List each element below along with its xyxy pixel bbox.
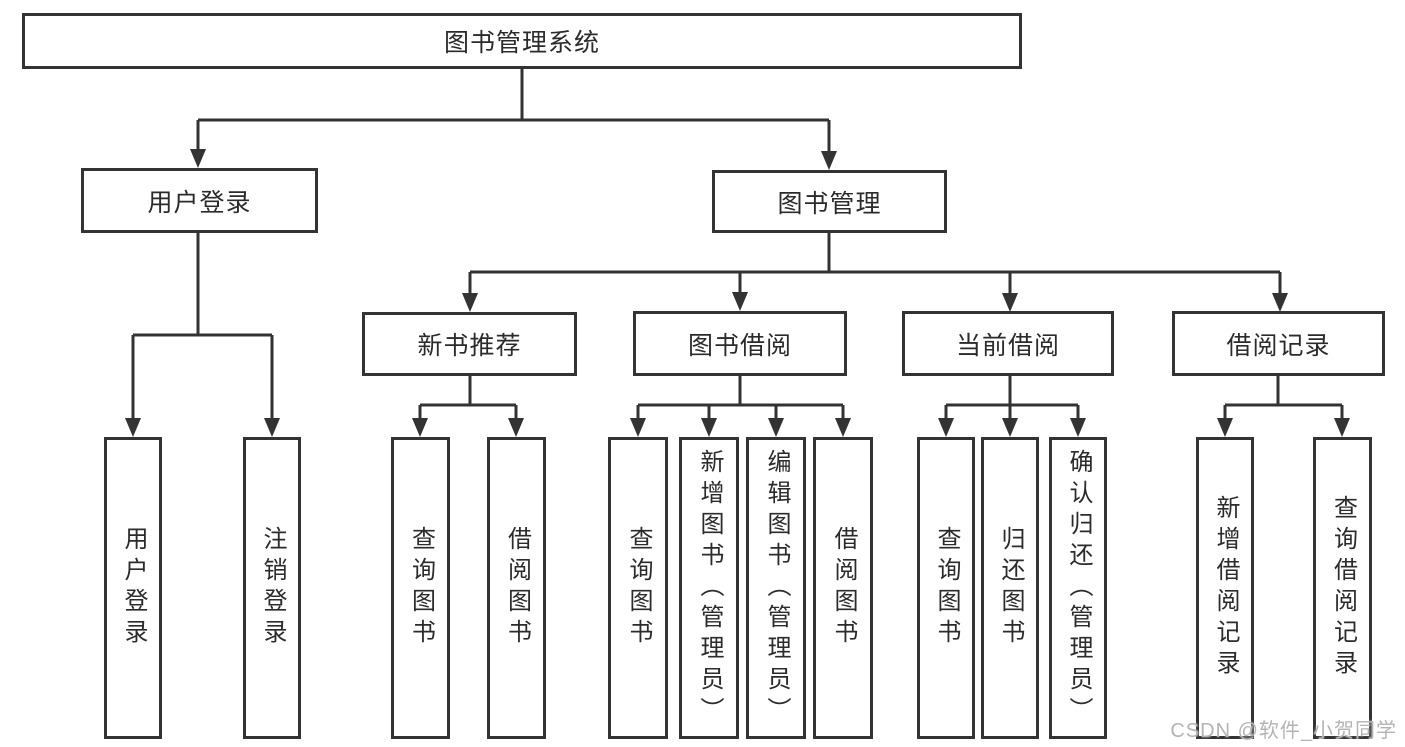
leaf-logout: 注销登录 bbox=[243, 437, 301, 739]
node-new-book-recommend: 新书推荐 bbox=[362, 312, 577, 376]
leaf-query-books-recommend: 查询图书 bbox=[391, 437, 450, 739]
csdn-watermark: CSDN @软件_小贺同学 bbox=[1170, 720, 1397, 742]
leaf-add-borrow-record-label: 新增借阅记录 bbox=[1212, 495, 1239, 681]
node-current-borrow: 当前借阅 bbox=[902, 311, 1114, 376]
leaf-user-login: 用户登录 bbox=[104, 437, 162, 739]
node-book-borrow: 图书借阅 bbox=[633, 311, 847, 376]
leaf-confirm-return-admin-label: 确认归还（管理员） bbox=[1065, 448, 1092, 728]
leaf-query-books-recommend-label: 查询图书 bbox=[407, 526, 435, 650]
leaf-query-borrow-record-label: 查询借阅记录 bbox=[1329, 495, 1357, 681]
node-borrow-records: 借阅记录 bbox=[1172, 311, 1385, 376]
leaf-confirm-return-admin: 确认归还（管理员） bbox=[1049, 437, 1107, 739]
node-book-management: 图书管理 bbox=[712, 170, 947, 233]
leaf-edit-book-admin: 编辑图书（管理员） bbox=[746, 437, 806, 739]
leaf-logout-label: 注销登录 bbox=[259, 526, 286, 650]
leaf-query-borrow-record: 查询借阅记录 bbox=[1313, 437, 1372, 739]
node-library-system: 图书管理系统 bbox=[22, 13, 1022, 69]
leaf-user-login-label: 用户登录 bbox=[120, 526, 147, 650]
leaf-query-books-current-label: 查询图书 bbox=[933, 526, 960, 650]
leaf-query-books-borrow: 查询图书 bbox=[608, 437, 668, 739]
connector-arrowheads bbox=[125, 149, 1350, 437]
leaf-borrow-books: 借阅图书 bbox=[813, 437, 873, 739]
node-user-login-branch: 用户登录 bbox=[81, 168, 318, 233]
leaf-return-book-label: 归还图书 bbox=[997, 526, 1024, 650]
leaf-add-borrow-record: 新增借阅记录 bbox=[1196, 437, 1254, 739]
leaf-edit-book-admin-label: 编辑图书（管理员） bbox=[763, 448, 790, 728]
leaf-borrow-books-recommend-label: 借阅图书 bbox=[503, 526, 531, 650]
leaf-query-books-current: 查询图书 bbox=[917, 437, 975, 739]
leaf-return-book: 归还图书 bbox=[981, 437, 1039, 739]
leaf-borrow-books-recommend: 借阅图书 bbox=[487, 437, 546, 739]
leaf-add-book-admin: 新增图书（管理员） bbox=[679, 437, 739, 739]
leaf-query-books-borrow-label: 查询图书 bbox=[625, 526, 652, 650]
connector-lines bbox=[131, 69, 1344, 419]
leaf-add-book-admin-label: 新增图书（管理员） bbox=[696, 448, 723, 728]
leaf-borrow-books-label: 借阅图书 bbox=[830, 526, 857, 650]
